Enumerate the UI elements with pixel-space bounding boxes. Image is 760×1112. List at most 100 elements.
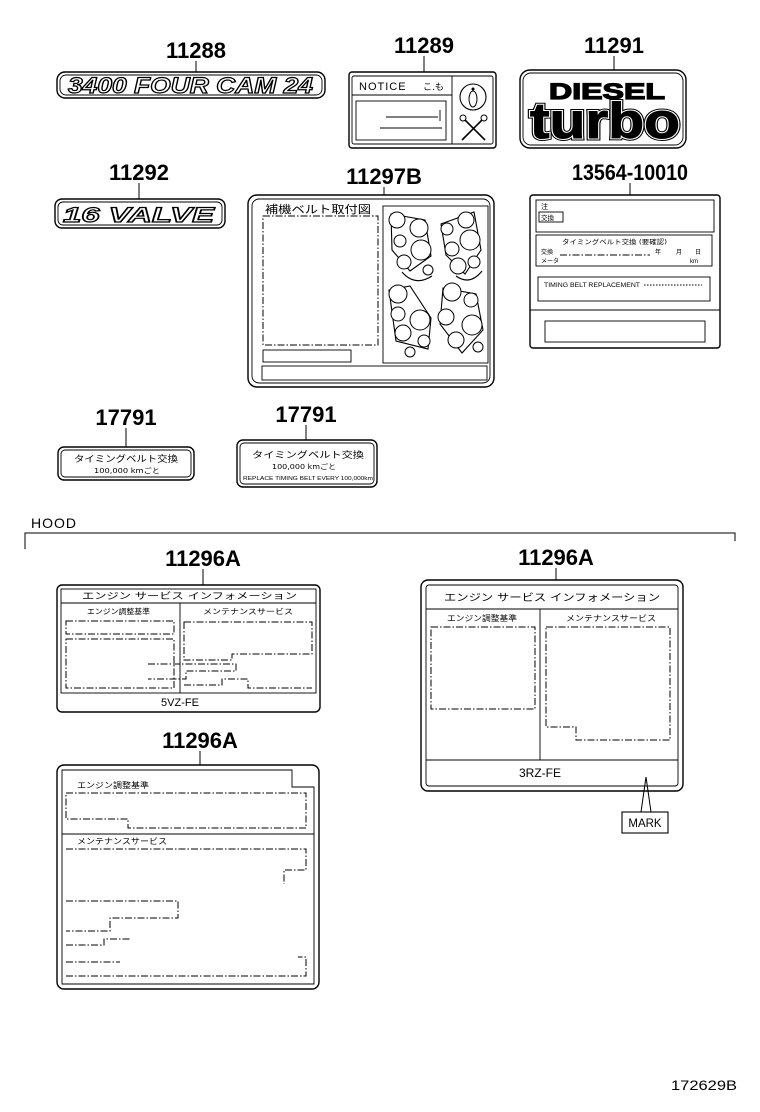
callout-17791-large: 17791 タイミングベルト交換 100,000 kmごと REPLACE TI… xyxy=(236,402,378,488)
pulley xyxy=(409,218,429,238)
timing-belt-interval-label-large xyxy=(236,439,378,488)
emblem-inner-border xyxy=(59,74,323,96)
pulley xyxy=(463,292,479,308)
notice-label-inner-border xyxy=(351,75,494,145)
emblem-inner-border xyxy=(522,72,684,146)
pulley xyxy=(437,308,455,326)
section-label-hood: HOOD xyxy=(31,515,77,531)
pulley xyxy=(388,211,406,229)
part-number-11296a: 11296A xyxy=(162,728,238,753)
emblem-16-valve xyxy=(54,198,226,229)
record-day: 日 xyxy=(695,249,701,256)
pulley xyxy=(442,282,462,302)
label-inner-frame xyxy=(60,588,317,694)
belt-routing-diagram-2 xyxy=(440,211,483,281)
callout-11296a-plain: 11296A エンジン調整基準 メンテナンスサービス xyxy=(56,728,320,990)
pulley xyxy=(447,331,465,349)
record-entry-box xyxy=(535,234,713,267)
engine-adjustment-heading: エンジン調整基準 xyxy=(447,613,517,623)
spec-text-block xyxy=(430,626,536,710)
spec-text-block xyxy=(65,620,175,635)
pulley xyxy=(388,284,408,304)
emblem-3400-four-cam-24 xyxy=(56,71,326,99)
mark-leader-line xyxy=(640,776,647,813)
pulley xyxy=(449,257,467,275)
callout-11297b: 11297B 補機ベルト取付図 xyxy=(247,164,495,388)
maintenance-text-block xyxy=(148,663,237,680)
record-date-label: 交換 xyxy=(541,248,553,256)
pulley xyxy=(459,229,481,251)
engine-adjustment-heading: エンジン調整基準 xyxy=(77,780,149,790)
maintenance-service-heading: メンテナンスサービス xyxy=(566,614,656,623)
maintenance-text-block xyxy=(183,621,313,661)
belt-routing-label-inner-border xyxy=(251,198,491,384)
notice-heading-jp: こ.も xyxy=(423,82,444,93)
pulley xyxy=(410,239,432,261)
timing-belt-interval-label-small xyxy=(57,446,195,481)
interval-label-line1: タイミングベルト交換 xyxy=(74,453,178,465)
part-number-17791: 17791 xyxy=(275,402,336,427)
notice-heading-en: NOTICE xyxy=(359,81,407,93)
pulley xyxy=(457,211,475,229)
engine-service-info-label-3rz xyxy=(420,579,684,792)
record-english-box xyxy=(537,276,711,302)
maintenance-text-block xyxy=(66,956,307,977)
belt-routing-text-area xyxy=(262,215,379,346)
record-unit-km: km xyxy=(690,259,698,265)
pulley xyxy=(404,346,416,358)
maintenance-text-block xyxy=(66,848,307,884)
label-inner-frame xyxy=(61,769,315,985)
interval-label-line2: 100,000 kmごと xyxy=(272,462,336,471)
engine-service-info-label-5vz xyxy=(56,584,321,713)
pulley xyxy=(422,264,434,276)
info-icon-dot xyxy=(471,87,475,91)
label-inner-frame xyxy=(425,584,679,787)
part-number-11296a: 11296A xyxy=(165,546,241,571)
interval-label-line2: 100,000 kmごと xyxy=(94,466,160,475)
spec-text-block xyxy=(65,638,175,689)
pulley xyxy=(467,255,481,269)
tool-icon-stroke xyxy=(461,116,486,141)
maintenance-service-heading: メンテナンスサービス xyxy=(77,837,167,846)
pulley xyxy=(461,314,483,336)
part-number-17791: 17791 xyxy=(95,405,156,430)
callout-11296a-3rz: 11296A エンジン サービス インフォメーション エンジン調整基準 メンテナ… xyxy=(420,545,684,834)
emblem-text-turbo-outline: turbo xyxy=(530,93,680,149)
emblem-text-turbo-gap: turbo xyxy=(530,93,680,149)
belt-routing-diagram-frame xyxy=(382,205,489,364)
emblem-text-turbo: turbo xyxy=(530,93,680,149)
record-month: 月 xyxy=(676,249,682,256)
callout-13564-10010: 13564-10010 注 交換 タイミングベルト交換 (要確認) 交換 年 月… xyxy=(529,160,721,349)
belt-routing-label xyxy=(247,194,495,388)
callout-11288: 11288 3400 FOUR CAM 24 xyxy=(56,38,326,99)
mark-leader-line xyxy=(645,776,652,813)
pulley xyxy=(417,334,431,348)
emblem-text-diesel: DIESEL xyxy=(549,79,665,104)
tool-icon-head xyxy=(459,114,467,122)
belt-routing-footer-bar xyxy=(261,365,488,381)
pulley xyxy=(393,234,407,248)
part-number-11291: 11291 xyxy=(584,33,644,58)
info-icon-ring xyxy=(459,83,487,111)
pulley xyxy=(396,254,412,270)
maintenance-service-heading: メンテナンスサービス xyxy=(203,607,293,616)
timing-belt-record-label xyxy=(529,194,721,349)
record-top-box xyxy=(535,199,715,233)
record-tag-b: 交換 xyxy=(541,213,555,222)
mark-callout-box xyxy=(621,811,669,834)
part-number-11289: 11289 xyxy=(394,33,454,58)
record-meter-label: メータ xyxy=(541,257,559,265)
belt-routing-title: 補機ベルト取付図 xyxy=(265,202,371,216)
belt-routing-diagram-3 xyxy=(388,284,432,358)
pulley xyxy=(472,341,484,353)
label-inner-border xyxy=(239,442,375,485)
emblem-diesel-turbo xyxy=(519,69,687,149)
label-inner-border xyxy=(60,449,192,478)
record-heading: タイミングベルト交換 (要確認) xyxy=(562,237,667,246)
callout-11289: 11289 NOTICE こ.も xyxy=(348,33,497,149)
info-icon xyxy=(459,83,487,111)
engine-adjustment-heading: エンジン調整基準 xyxy=(87,606,151,616)
engine-code: 3RZ-FE xyxy=(519,766,561,780)
part-number-11296a: 11296A xyxy=(518,545,594,570)
